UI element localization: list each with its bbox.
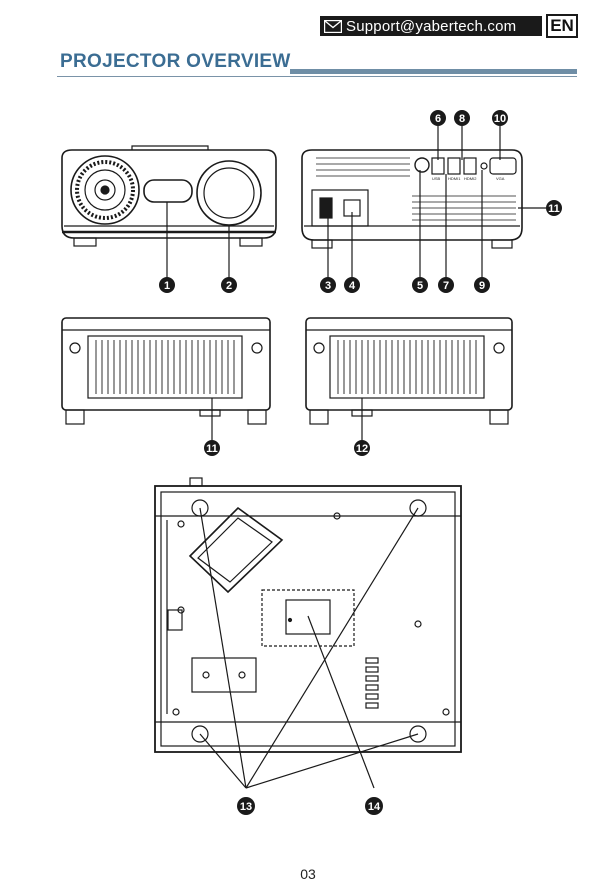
svg-text:3: 3 xyxy=(325,280,331,292)
callout-3: 3 xyxy=(320,277,336,293)
vga-label: VGA xyxy=(496,176,505,181)
callout-2: 2 xyxy=(221,277,237,293)
svg-text:7: 7 xyxy=(443,280,449,292)
right-side-view xyxy=(306,318,512,440)
svg-text:4: 4 xyxy=(349,280,356,292)
svg-text:5: 5 xyxy=(417,280,423,292)
left-side-view xyxy=(62,318,270,440)
svg-text:10: 10 xyxy=(494,113,506,125)
callout-12: 12 xyxy=(354,440,370,456)
hdmi1-label: HDMI1 xyxy=(448,176,461,181)
callout-1: 1 xyxy=(159,277,175,293)
callout-5: 5 xyxy=(412,277,428,293)
callout-6: 6 xyxy=(430,110,446,126)
svg-text:12: 12 xyxy=(356,443,368,455)
callout-13: 13 xyxy=(237,797,255,815)
svg-text:14: 14 xyxy=(368,801,381,813)
callout-8: 8 xyxy=(454,110,470,126)
page-number: 03 xyxy=(0,866,616,882)
callout-11-rear: 11 xyxy=(546,200,562,216)
svg-text:2: 2 xyxy=(226,280,232,292)
usb-label: USB xyxy=(432,176,441,181)
callout-4: 4 xyxy=(344,277,360,293)
callout-9: 9 xyxy=(474,277,490,293)
svg-text:6: 6 xyxy=(435,113,441,125)
svg-text:9: 9 xyxy=(479,280,485,292)
bottom-view xyxy=(155,478,461,788)
svg-text:13: 13 xyxy=(240,801,252,813)
svg-text:1: 1 xyxy=(164,280,170,292)
callout-7: 7 xyxy=(438,277,454,293)
front-view xyxy=(62,146,276,278)
rear-view: USB HDMI1 HDMI2 VGA xyxy=(302,126,546,278)
callout-11-side: 11 xyxy=(204,440,220,456)
callout-10: 10 xyxy=(492,110,508,126)
svg-text:11: 11 xyxy=(548,203,560,215)
svg-text:11: 11 xyxy=(206,443,218,455)
callout-14: 14 xyxy=(365,797,383,815)
svg-text:8: 8 xyxy=(459,113,465,125)
hdmi2-label: HDMI2 xyxy=(464,176,477,181)
